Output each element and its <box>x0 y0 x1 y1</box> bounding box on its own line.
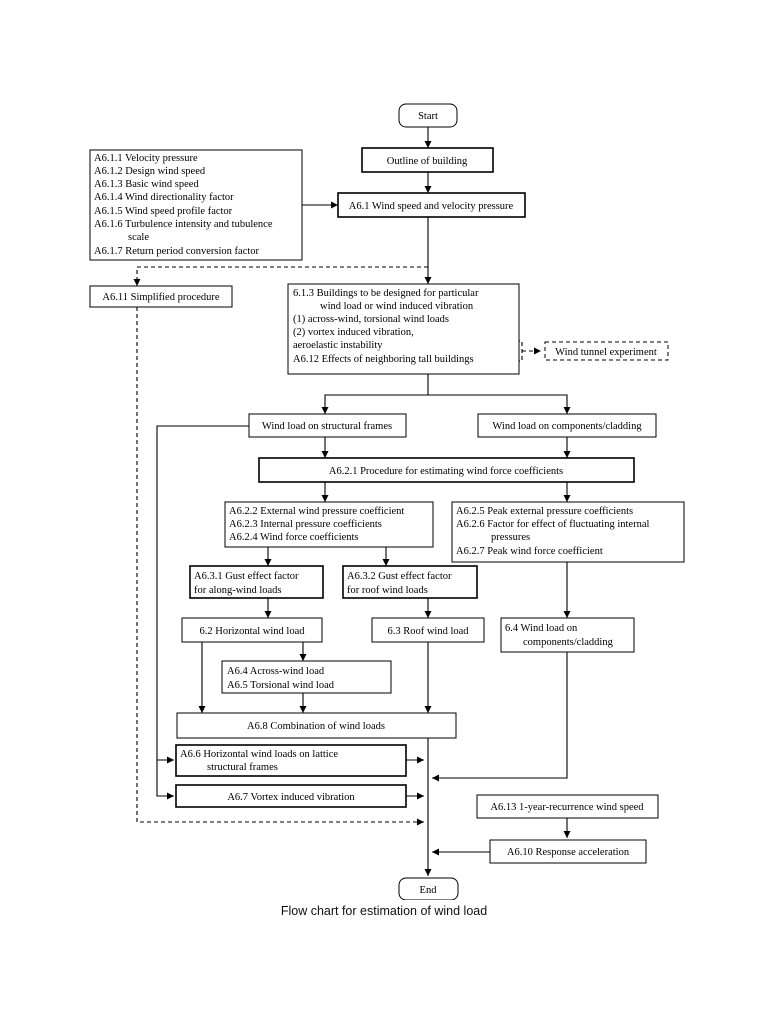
coef-left-node: A6.2.2 External wind pressure coefficien… <box>224 501 434 548</box>
coef-left-line: A6.2.3 Internal pressure coefficients <box>229 519 382 530</box>
lattice-line: structural frames <box>207 762 278 773</box>
outline-node: Outline of building <box>361 147 494 173</box>
particular-line: (2) vortex induced vibration, <box>293 327 414 338</box>
particular-line: wind load or wind induced vibration <box>320 301 474 312</box>
frames-label: Wind load on structural frames <box>262 421 392 432</box>
gust-roof-line: for roof wind loads <box>347 585 428 596</box>
a61-node: A6.1 Wind speed and velocity pressure <box>337 192 526 218</box>
end-label: End <box>420 885 438 896</box>
a61-label: A6.1 Wind speed and velocity pressure <box>349 201 514 212</box>
roof-node: 6.3 Roof wind load <box>371 617 485 643</box>
across-line: A6.4 Across-wind load <box>227 666 325 677</box>
lattice-line: A6.6 Horizontal wind loads on lattice <box>180 749 338 760</box>
dashed-a61-to-simplified <box>133 266 428 286</box>
a621-node: A6.2.1 Procedure for estimating wind for… <box>258 457 635 483</box>
recurrence-label: A6.13 1-year-recurrence wind speed <box>490 802 644 813</box>
particular-line: 6.1.3 Buildings to be designed for parti… <box>293 288 479 299</box>
horizontal-node: 6.2 Horizontal wind load <box>181 617 323 643</box>
start-label: Start <box>418 111 438 122</box>
velocity-item: A6.1.6 Turbulence intensity and tubulenc… <box>94 219 273 230</box>
gust-roof-line: A6.3.2 Gust effect factor <box>347 571 452 582</box>
gust-along-line: A6.3.1 Gust effect factor <box>194 571 299 582</box>
chart-caption: Flow chart for estimation of wind load <box>280 904 488 918</box>
gust-roof-node: A6.3.2 Gust effect factor for roof wind … <box>342 565 478 599</box>
coef-left-line: A6.2.4 Wind force coefficients <box>229 532 359 543</box>
arrow-side-to-vortex <box>156 760 174 800</box>
coef-right-line: A6.2.7 Peak wind force coefficient <box>456 546 603 557</box>
particular-line: A6.12 Effects of neighboring tall buildi… <box>293 354 474 365</box>
arrow-comp-to-main <box>432 652 568 782</box>
simplified-label: A6.11 Simplified procedure <box>102 292 219 303</box>
combination-node: A6.8 Combination of wind loads <box>176 712 457 739</box>
roof-label: 6.3 Roof wind load <box>387 626 469 637</box>
coef-right-line: pressures <box>491 532 530 543</box>
branch-right <box>428 394 571 414</box>
start-node: Start <box>398 103 458 128</box>
gust-along-node: A6.3.1 Gust effect factor for along-wind… <box>189 565 324 599</box>
simplified-node: A6.11 Simplified procedure <box>89 285 233 308</box>
a621-label: A6.2.1 Procedure for estimating wind for… <box>329 466 563 477</box>
end-node: End <box>398 877 459 900</box>
dashed-simplified-to-main <box>136 307 424 826</box>
particular-line: aeroelastic instability <box>293 340 383 351</box>
velocity-item: scale <box>128 232 149 243</box>
velocity-item: A6.1.3 Basic wind speed <box>94 179 199 190</box>
comp-line: components/cladding <box>523 637 614 648</box>
coef-right-line: A6.2.5 Peak external pressure coefficien… <box>456 506 633 517</box>
outline-label: Outline of building <box>387 156 468 167</box>
lattice-node: A6.6 Horizontal wind loads on lattice st… <box>175 744 407 777</box>
horizontal-label: 6.2 Horizontal wind load <box>200 626 306 637</box>
velocity-item: A6.1.4 Wind directionality factor <box>94 192 234 203</box>
across-node: A6.4 Across-wind load A6.5 Torsional win… <box>221 660 392 694</box>
particular-line: (1) across-wind, torsional wind loads <box>293 314 449 325</box>
frames-node: Wind load on structural frames <box>248 413 407 438</box>
branch-left <box>321 394 428 414</box>
velocity-item: A6.1.2 Design wind speed <box>94 166 206 177</box>
gust-along-line: for along-wind loads <box>194 585 281 596</box>
vortex-node: A6.7 Vortex induced vibration <box>175 784 407 808</box>
particular-node: 6.1.3 Buildings to be designed for parti… <box>287 283 520 375</box>
recurrence-node: A6.13 1-year-recurrence wind speed <box>476 794 659 819</box>
response-node: A6.10 Response acceleration <box>489 839 647 864</box>
coef-right-line: A6.2.6 Factor for effect of fluctuating … <box>456 519 649 530</box>
combination-label: A6.8 Combination of wind loads <box>247 721 385 732</box>
velocity-item: A6.1.5 Wind speed profile factor <box>94 206 233 217</box>
velocity-item: A6.1.1 Velocity pressure <box>94 153 198 164</box>
tunnel-label: Wind tunnel experiment <box>555 347 657 358</box>
tunnel-node: Wind tunnel experiment <box>544 341 669 361</box>
cladding-label: Wind load on components/cladding <box>492 421 642 432</box>
response-label: A6.10 Response acceleration <box>507 847 630 858</box>
comp-line: 6.4 Wind load on <box>505 623 578 634</box>
vortex-label: A6.7 Vortex induced vibration <box>227 792 355 803</box>
frames-side-line <box>156 425 249 760</box>
across-line: A6.5 Torsional wind load <box>227 680 335 691</box>
velocity-item: A6.1.7 Return period conversion factor <box>94 246 260 257</box>
coef-right-node: A6.2.5 Peak external pressure coefficien… <box>451 501 685 563</box>
cladding-node: Wind load on components/cladding <box>477 413 657 438</box>
wind-load-flow-chart: Start Outline of building A6.1.1 Velocit… <box>89 103 685 900</box>
comp-node: 6.4 Wind load on components/cladding <box>500 617 635 653</box>
coef-left-line: A6.2.2 External wind pressure coefficien… <box>229 506 404 517</box>
velocity-list-box: A6.1.1 Velocity pressure A6.1.2 Design w… <box>89 149 303 261</box>
